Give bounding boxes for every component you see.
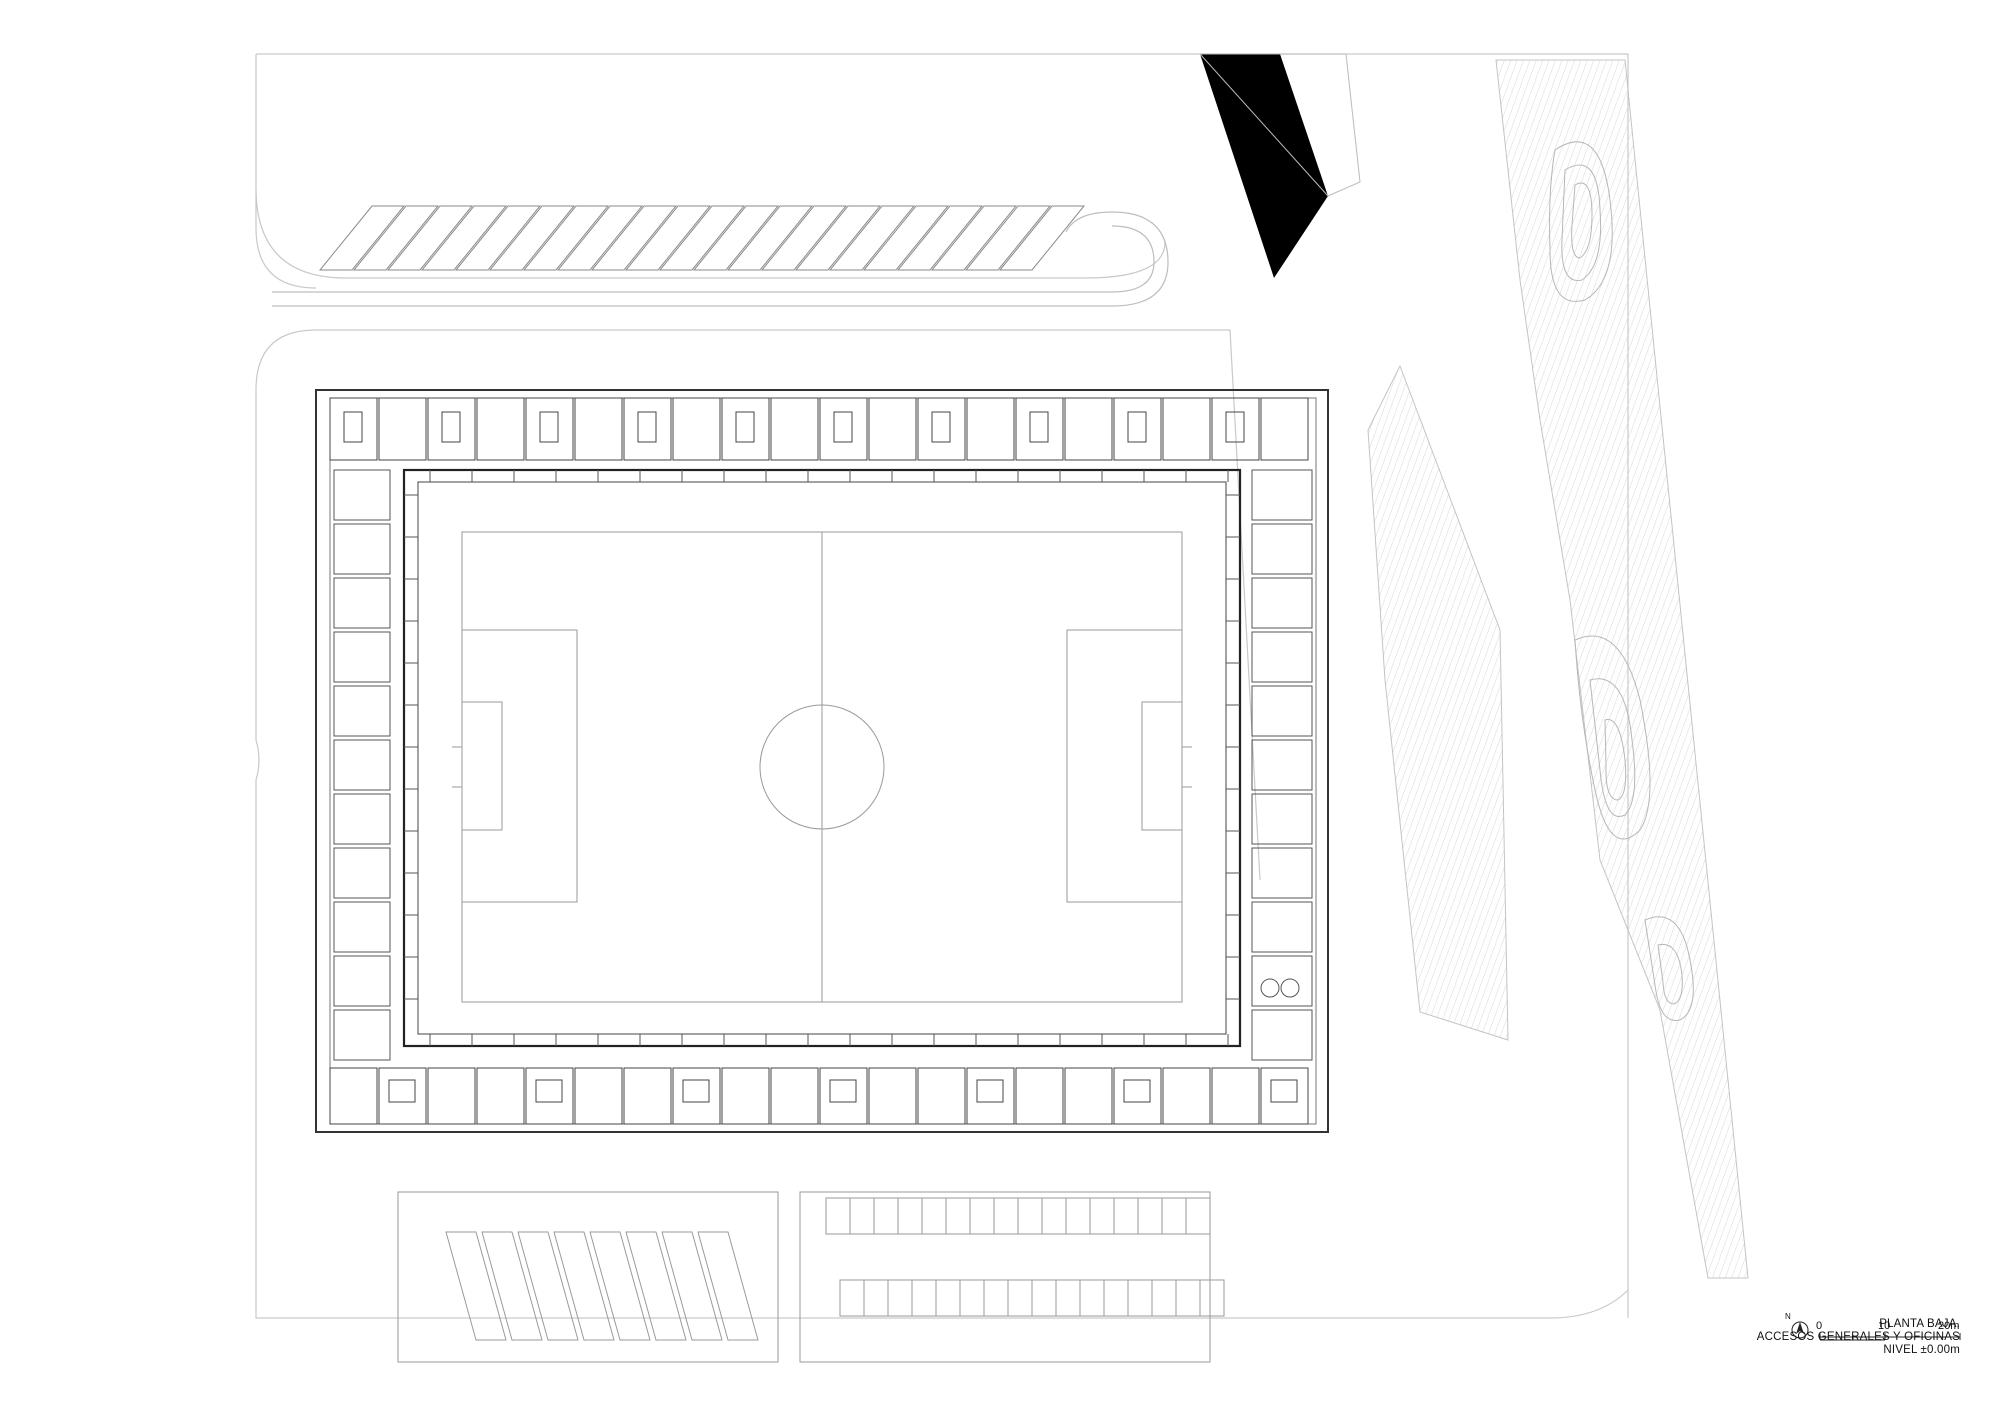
drawing-title-block: PLANTA BAJA. ACCESOS GENERALES Y OFICINA… [1757, 1318, 1960, 1357]
drawing-title-line-1: PLANTA BAJA. [1879, 1318, 1960, 1330]
adjacent-building-outline [1198, 53, 1361, 197]
north-label: N [1785, 1312, 1791, 1321]
north-parking-stalls [318, 205, 1086, 271]
scale-label-20m: 20m [1938, 1320, 1960, 1332]
north-access-road [272, 211, 1169, 307]
scale-label-10: 10 [1878, 1320, 1891, 1332]
stadium-building [315, 389, 1329, 1133]
south-parking [397, 1191, 1225, 1363]
landscape-strip-middle [1367, 364, 1509, 1041]
drawing-title-line-2: ACCESOS GENERALES Y OFICINAS [1756, 1331, 1960, 1343]
north-arrow [1791, 1321, 1809, 1339]
scale-label-0: 0 [1816, 1320, 1823, 1332]
landscape-strip-east [1495, 59, 1749, 1279]
scale-bar [1819, 1333, 1961, 1341]
drawing-title-line-3: NIVEL ±0.00m [1883, 1344, 1960, 1356]
adjacent-building-black [1200, 54, 1328, 278]
football-pitch [452, 531, 1192, 1003]
